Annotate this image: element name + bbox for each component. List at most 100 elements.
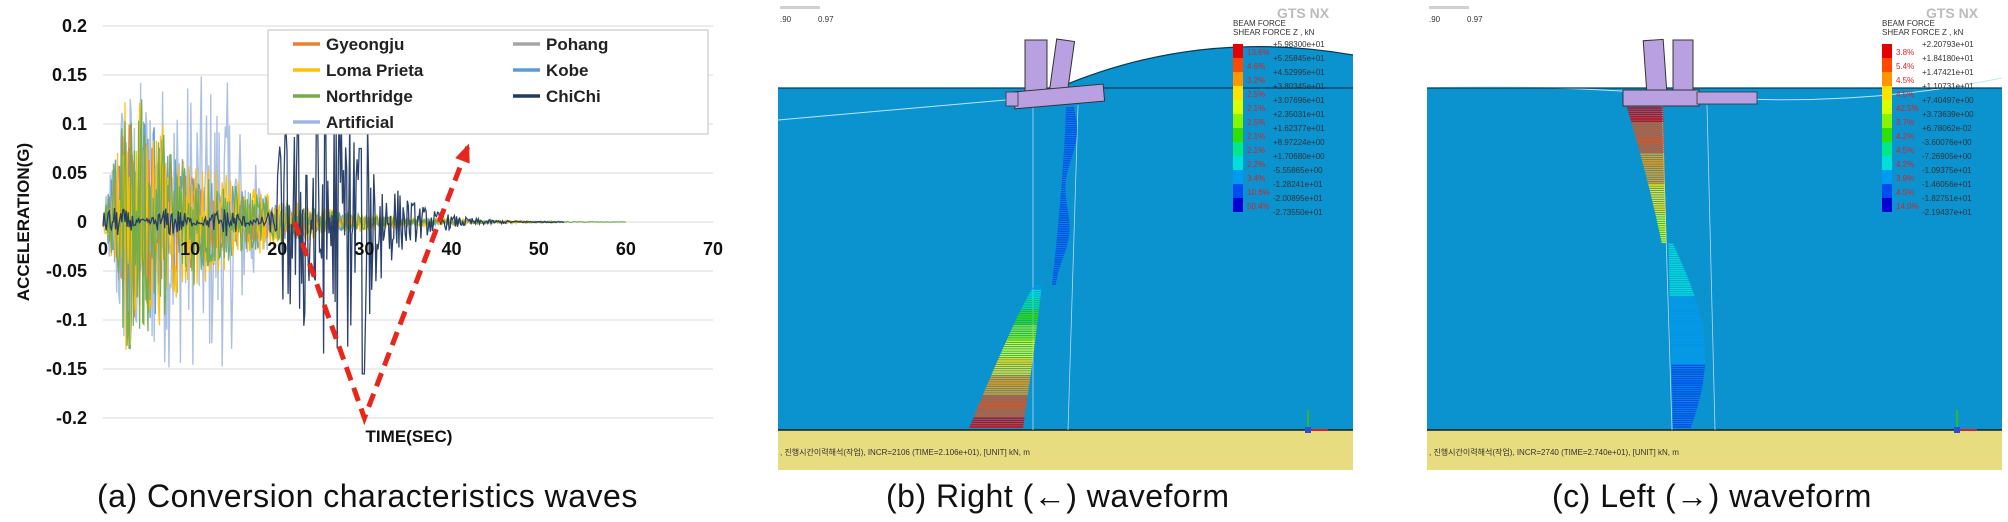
soil-domain	[1427, 88, 2002, 430]
legend-label: Artificial	[326, 113, 394, 132]
scale-bar: .90 0.97	[780, 6, 834, 24]
legend-color	[1233, 44, 1243, 58]
legend-value: -1.82751e+01	[1922, 194, 1972, 203]
base-layer	[1427, 430, 2002, 470]
legend-label: Pohang	[546, 35, 608, 54]
legend-percent: 5.4%	[1896, 62, 1914, 71]
legend-color	[1882, 198, 1892, 212]
legend-value: +1.70680e+00	[1273, 152, 1325, 161]
status-line: , 진행시간이력해석(작업), INCR=2106 (TIME=2.106e+0…	[780, 447, 1030, 457]
svg-text:0.97: 0.97	[1467, 15, 1483, 24]
caption-c-prefix: (c) Left (	[1552, 478, 1677, 514]
legend-value: +3.07696e+01	[1273, 96, 1325, 105]
arrow-annotation	[292, 142, 472, 426]
axis-triad-icon	[1954, 410, 1977, 433]
legend-value: +5.98300e+01	[1273, 40, 1325, 49]
caption-b: (b) Right (←) waveform	[886, 478, 1230, 515]
legend-percent: 2.1%	[1247, 104, 1265, 113]
legend-value: -1.46056e+01	[1922, 180, 1972, 189]
y-tick-label: 0.1	[62, 114, 87, 134]
arrow-path	[292, 142, 472, 426]
legend-percent: 3.9%	[1896, 174, 1914, 183]
legend-color	[1882, 72, 1892, 86]
scale-bar: .90 0.97	[1429, 6, 1483, 24]
legend-percent: 3.2%	[1247, 76, 1265, 85]
legend-value: +1.10731e+01	[1922, 82, 1974, 91]
legend-value: +1.62377e+01	[1273, 124, 1325, 133]
legend-value: +4.52995e+01	[1273, 68, 1325, 77]
svg-text:.90: .90	[780, 15, 792, 24]
legend-percent: 4.5%	[1896, 90, 1914, 99]
legend-value: +1.47421e+01	[1922, 68, 1974, 77]
legend-color	[1233, 86, 1243, 100]
legend-value: -3.60076e+00	[1922, 138, 1972, 147]
legend-value: +1.84180e+01	[1922, 54, 1974, 63]
caption-c-suffix: ) waveform	[1708, 478, 1872, 514]
legend-color	[1882, 58, 1892, 72]
y-tick-label: 0	[77, 212, 87, 232]
y-tick-labels: 0.20.150.10.050-0.05-0.1-0.15-0.2	[46, 16, 87, 428]
legend-box	[267, 29, 709, 135]
legend-value: -2.73550e+01	[1273, 208, 1323, 217]
legend-percent: 4.2%	[1896, 132, 1914, 141]
legend-color	[1882, 156, 1892, 170]
legend-label: Gyeongju	[326, 35, 404, 54]
legend-value: +3.73639e+00	[1922, 110, 1974, 119]
legend-color	[1233, 114, 1243, 128]
caption-b-suffix: ) waveform	[1066, 478, 1230, 514]
legend-percent: 4.5%	[1896, 146, 1914, 155]
pier-structure	[1622, 38, 1758, 107]
x-tick-label: 70	[703, 239, 723, 259]
legend-value: +7.40497e+00	[1922, 96, 1974, 105]
caption-c: (c) Left (→) waveform	[1552, 478, 1872, 515]
legend-value: -1.28241e+01	[1273, 180, 1323, 189]
x-tick-label: 30	[354, 239, 374, 259]
legend-value: +3.80345e+01	[1273, 82, 1325, 91]
legend-color	[1882, 184, 1892, 198]
legend-color	[1233, 198, 1243, 212]
legend-label: Northridge	[326, 87, 413, 106]
legend-percent: 42.5%	[1896, 104, 1919, 113]
legend-color	[1233, 72, 1243, 86]
legend-percent: 14.0%	[1896, 202, 1919, 211]
legend-color	[1882, 142, 1892, 156]
legend-color	[1233, 128, 1243, 142]
legend-color	[1882, 44, 1892, 58]
x-tick-label: 60	[616, 239, 636, 259]
legend-value: +5.25845e+01	[1273, 54, 1325, 63]
arrow-head	[455, 143, 470, 164]
caption-a: (a) Conversion characteristics waves	[97, 478, 638, 515]
legend-percent: 3.7%	[1896, 118, 1914, 127]
legend-label: ChiChi	[546, 87, 601, 106]
legend-value: -2.19437e+01	[1922, 208, 1972, 217]
legend-percent: 50.4%	[1247, 202, 1270, 211]
svg-text:.90: .90	[1429, 15, 1441, 24]
legend-percent: 4.5%	[1896, 188, 1914, 197]
caption-a-text: (a) Conversion characteristics waves	[97, 478, 638, 514]
legend-label: Kobe	[546, 61, 589, 80]
legend-color	[1233, 156, 1243, 170]
series-line-chichi	[102, 97, 565, 375]
y-tick-label: -0.15	[46, 359, 87, 379]
axis-triad-icon	[1305, 410, 1328, 433]
legend-value: -2.00895e+01	[1273, 194, 1323, 203]
status-line: , 진행시간이력해석(작업), INCR=2740 (TIME=2.740e+0…	[1429, 447, 1679, 457]
legend-color	[1233, 170, 1243, 184]
legend-value: -7.26905e+00	[1922, 152, 1972, 161]
legend-percent: 2.2%	[1247, 160, 1265, 169]
x-tick-label: 50	[529, 239, 549, 259]
pier-structure	[1005, 38, 1106, 110]
legend-color	[1882, 128, 1892, 142]
base-layer	[778, 430, 1353, 470]
series-layer	[102, 76, 626, 375]
x-tick-label: 10	[180, 239, 200, 259]
x-tick-label: 20	[267, 239, 287, 259]
legend-subtitle: SHEAR FORCE Z , kN	[1882, 28, 1964, 37]
shear-force-bars	[969, 107, 1078, 428]
